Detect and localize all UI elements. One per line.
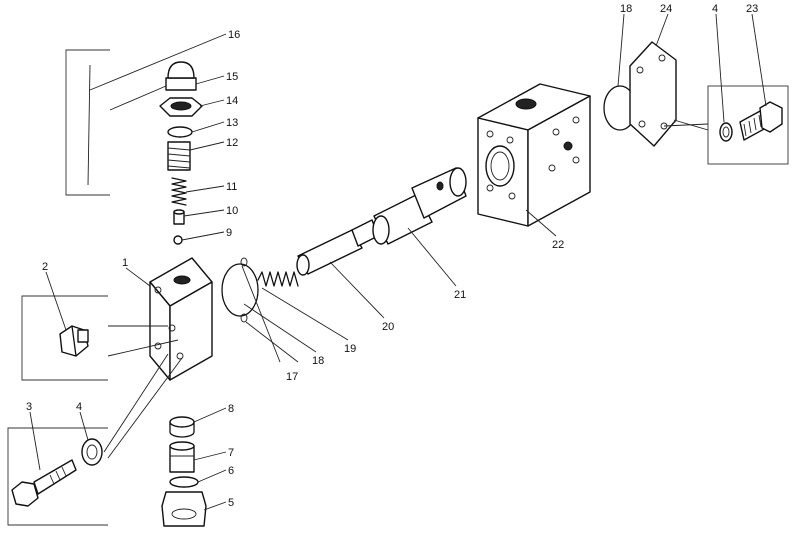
- callout-16: 16: [228, 29, 240, 41]
- callout-14: 14: [226, 95, 238, 107]
- part-15-cap-nut: [165, 61, 197, 91]
- callout-22: 22: [552, 239, 564, 251]
- detail-box-16: [65, 49, 110, 196]
- detail-box-3-4: [7, 427, 108, 526]
- callout-18-right: 18: [620, 3, 632, 15]
- part-11-spring: [171, 177, 187, 206]
- callout-15: 15: [226, 71, 238, 83]
- callout-9: 9: [226, 227, 232, 239]
- callout-10: 10: [226, 205, 238, 217]
- callout-4: 4: [76, 401, 82, 413]
- callout-3: 3: [26, 401, 32, 413]
- callout-23: 23: [746, 3, 758, 15]
- detail-box-2: [21, 295, 108, 381]
- part-8-cap: [169, 416, 195, 438]
- callout-8: 8: [228, 403, 234, 415]
- part-14-locknut: [159, 97, 203, 117]
- part-18-seal-ring: [221, 263, 259, 317]
- detail-box-4-23: [707, 85, 789, 165]
- part-6-ring: [169, 476, 199, 488]
- callout-13: 13: [226, 117, 238, 129]
- part-9-ball: [173, 235, 183, 245]
- callout-numbers: 1 2 3 4 4 5 6 7 8 9 10 11 12 13 14 15 16…: [26, 3, 758, 509]
- part-19-spring: [257, 271, 299, 287]
- callout-19: 19: [344, 343, 356, 355]
- part-17-o-rings: [240, 257, 248, 323]
- part-2-plug: [59, 325, 89, 357]
- part-13-ring: [167, 126, 193, 138]
- part-21-valve-spool: [372, 167, 467, 245]
- callout-2: 2: [42, 261, 48, 273]
- callout-5: 5: [228, 497, 234, 509]
- callout-11: 11: [226, 181, 237, 193]
- callout-20: 20: [382, 321, 394, 333]
- part-3-bolt: [11, 459, 77, 507]
- callout-4-right: 4: [712, 3, 718, 15]
- part-24-cover-plate: [629, 41, 677, 147]
- callout-18: 18: [312, 355, 324, 367]
- part-23-bolt: [739, 101, 783, 141]
- callout-12: 12: [226, 137, 238, 149]
- callout-1: 1: [122, 257, 128, 269]
- part-20-sleeve: [296, 219, 379, 276]
- part-22-valve-body: [477, 83, 591, 227]
- part-1-small-block: [149, 257, 213, 381]
- callout-7: 7: [228, 447, 234, 459]
- part-7-spool: [169, 441, 195, 473]
- part-5-nut: [161, 491, 207, 527]
- leader-lines: [29, 13, 767, 511]
- callout-17: 17: [286, 371, 298, 383]
- callout-24: 24: [660, 3, 672, 15]
- part-10-pin: [173, 209, 185, 225]
- part-4-washer-right: [719, 122, 733, 142]
- part-4-washer-left: [81, 438, 103, 466]
- part-12-adjuster: [167, 141, 191, 171]
- callout-21: 21: [454, 289, 466, 301]
- callout-6: 6: [228, 465, 234, 477]
